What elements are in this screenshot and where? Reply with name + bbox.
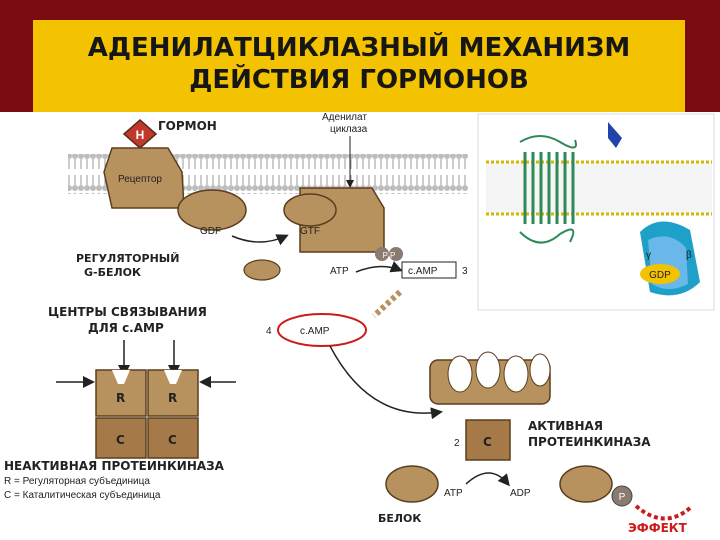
inset-gdp-label: GDP	[649, 270, 671, 281]
hormone-label: ГОРМОН	[158, 119, 217, 133]
atp-label: ATP	[330, 266, 349, 277]
r-right-label: R	[168, 391, 177, 405]
pp-label: P P	[383, 251, 396, 260]
inset-illustration: GDP β γ	[477, 113, 715, 311]
inactive-kinase-label: НЕАКТИВНАЯ ПРОТЕИНКИНАЗА	[4, 459, 225, 473]
g-protein-label-1: РЕГУЛЯТОРНЫЙ	[76, 252, 179, 265]
mechanism-diagram: H ГОРМОН Рецептор Аденилат циклаза GDF G…	[4, 112, 715, 535]
c-right-label: C	[168, 433, 177, 447]
gdf-label: GDF	[200, 226, 221, 237]
title-line-1: АДЕНИЛАТЦИКЛАЗНЫЙ МЕХАНИЗМ	[87, 33, 631, 63]
inactive-protein-kinase	[95, 369, 199, 459]
title-line-2: ДЕЙСТВИЯ ГОРМОНОВ	[189, 65, 529, 95]
diagram-panel: H ГОРМОН Рецептор Аденилат циклаза GDF G…	[0, 112, 720, 540]
binding-centers-label-1: ЦЕНТРЫ СВЯЗЫВАНИЯ	[48, 305, 207, 319]
g-protein-free	[243, 259, 281, 281]
active-c-label: C	[483, 435, 492, 449]
adp-label: ADP	[510, 488, 531, 499]
g-protein-label-2: G-БЕЛОК	[84, 266, 141, 279]
active-kinase-c	[465, 419, 511, 461]
atp-label-2: ATP	[444, 488, 463, 499]
phosphate	[611, 485, 633, 507]
legend-c: C = Каталитическая субъединица	[4, 489, 161, 501]
c-left-label: C	[116, 433, 125, 447]
binding-centers-label-2: ДЛЯ c.AMP	[88, 321, 164, 335]
camp-box	[401, 261, 457, 279]
step-2: 2	[454, 438, 460, 449]
slide-title: АДЕНИЛАТЦИКЛАЗНЫЙ МЕХАНИЗМ ДЕЙСТВИЯ ГОРМ…	[33, 20, 685, 112]
protein-substrate	[385, 465, 439, 503]
r-left-label: R	[116, 391, 125, 405]
camp-circle	[277, 313, 367, 347]
step-3: 3	[462, 266, 468, 277]
arrow-gdf-to-gtf	[231, 234, 289, 246]
dashed-release-arrow	[371, 289, 403, 319]
pp-left	[375, 247, 389, 261]
adenylate-cyclase-label-1: Аденилат	[322, 112, 367, 123]
released-r-subunits	[429, 351, 551, 405]
inset-gamma-label: γ	[646, 250, 651, 261]
camp-circle-label: c.AMP	[300, 326, 330, 337]
g-protein-inactive	[177, 189, 247, 231]
arrow-atp-to-camp	[355, 261, 403, 273]
inset-beta-label: β	[686, 250, 692, 261]
pp-right	[389, 247, 403, 261]
phosphorylated-protein	[559, 465, 613, 503]
p-label: P	[619, 492, 626, 503]
arrow-atp-to-adp	[465, 472, 510, 487]
legend-r: R = Регуляторная субъединица	[4, 475, 150, 487]
g-protein-active	[283, 193, 337, 227]
active-kinase-label-2: ПРОТЕИНКИНАЗА	[528, 435, 651, 449]
active-kinase-label-1: АКТИВНАЯ	[528, 419, 603, 433]
protein-label: БЕЛОК	[378, 512, 421, 525]
adenylate-cyclase-label-2: циклаза	[330, 124, 368, 135]
camp-label: c.AMP	[408, 266, 438, 277]
gtf-label: GTF	[300, 226, 320, 237]
effect-label: ЭФФЕКТ	[628, 521, 688, 535]
effect-arrow	[634, 504, 692, 521]
arrow-camp-to-kinase	[329, 345, 443, 420]
receptor-label: Рецептор	[118, 174, 162, 185]
step-4: 4	[266, 326, 272, 337]
hormone: H	[122, 119, 158, 149]
hormone-symbol: H	[136, 128, 145, 142]
